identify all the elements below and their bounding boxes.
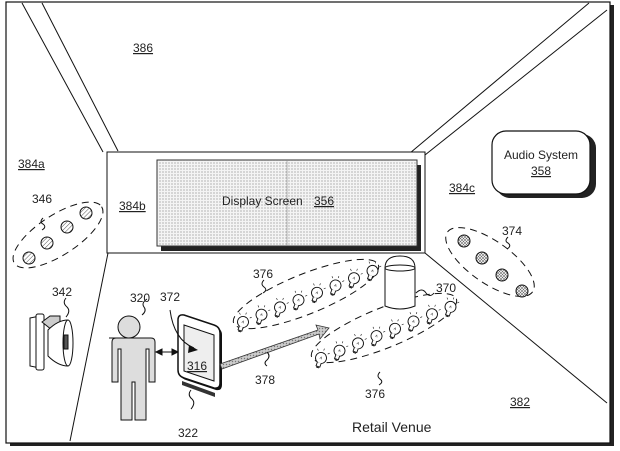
speaker-group-right bbox=[445, 227, 535, 298]
floor-ref: 382 bbox=[510, 395, 530, 409]
light-bulb-icon bbox=[348, 268, 363, 289]
light-bulb-icon bbox=[389, 319, 404, 340]
room-perspective-lines bbox=[21, 2, 608, 442]
speaker-group-right-ref: 374 bbox=[502, 224, 522, 238]
device-screen-ref: 316 bbox=[187, 359, 207, 373]
light-group-lower-leader bbox=[377, 371, 383, 386]
light-bulb-icon bbox=[329, 276, 345, 296]
speaker-group-left bbox=[12, 201, 104, 269]
sensor-leader bbox=[415, 289, 435, 296]
light-group-lower bbox=[310, 292, 460, 369]
wall-back-ref: 384b bbox=[119, 199, 146, 213]
pointer-arrowhead-icon bbox=[188, 345, 198, 353]
speaker-icon bbox=[515, 284, 529, 298]
light-bulb-icon bbox=[292, 290, 308, 311]
audio-system bbox=[491, 130, 596, 198]
person-ref: 320 bbox=[130, 291, 150, 305]
speaker-icon bbox=[475, 251, 489, 265]
light-group-upper-ref: 376 bbox=[253, 267, 273, 281]
mobile-device bbox=[177, 314, 222, 397]
light-bulb-icon bbox=[237, 312, 252, 333]
light-bulb-icon bbox=[255, 305, 271, 326]
light-group-upper bbox=[232, 258, 382, 333]
beam-ref: 378 bbox=[255, 373, 275, 387]
display-screen bbox=[156, 159, 421, 251]
signal-beam bbox=[219, 324, 330, 370]
person-leader bbox=[141, 298, 148, 316]
interaction-arrow-icon bbox=[154, 348, 180, 356]
wall-right-ref: 384c bbox=[449, 181, 475, 195]
light-bulb-icon bbox=[315, 348, 330, 369]
sensor-cylinder bbox=[384, 255, 416, 310]
speaker-icon bbox=[60, 220, 74, 234]
display-screen-label: Display Screen bbox=[222, 194, 303, 208]
person-icon bbox=[109, 315, 156, 421]
light-group-upper-leader bbox=[261, 279, 267, 294]
speaker-icon bbox=[40, 236, 54, 250]
light-group-lower-ref: 376 bbox=[365, 387, 385, 401]
speaker-icon bbox=[79, 206, 93, 220]
light-bulb-icon bbox=[366, 261, 382, 282]
audio-system-label: Audio System bbox=[504, 148, 578, 162]
display-screen-ref: 356 bbox=[314, 194, 334, 208]
light-bulb-icon bbox=[407, 312, 423, 332]
speaker-icon bbox=[457, 234, 471, 248]
beam-leader bbox=[264, 351, 270, 367]
speaker-group-left-ref: 346 bbox=[32, 192, 52, 206]
projector-icon bbox=[29, 313, 74, 371]
light-bulb-icon bbox=[426, 304, 441, 325]
sensor-ref: 370 bbox=[436, 281, 456, 295]
ceiling-ref: 386 bbox=[133, 41, 153, 55]
light-bulb-icon bbox=[333, 341, 349, 362]
speaker-icon bbox=[495, 268, 509, 282]
light-bulb-icon bbox=[274, 297, 289, 318]
projector-ref: 342 bbox=[52, 285, 72, 299]
device-leader bbox=[188, 389, 195, 410]
light-bulb-icon bbox=[311, 283, 326, 304]
light-bulb-icon bbox=[370, 326, 386, 347]
light-bulb-icon bbox=[444, 297, 460, 318]
audio-system-ref: 358 bbox=[531, 164, 551, 178]
light-bulb-icon bbox=[352, 333, 367, 354]
wall-left-ref: 384a bbox=[18, 157, 45, 171]
device-ref: 322 bbox=[178, 426, 198, 440]
speaker-icon bbox=[22, 251, 36, 265]
pointer-ref: 372 bbox=[160, 290, 180, 304]
venue-label: Retail Venue bbox=[352, 419, 432, 435]
projector-leader bbox=[63, 297, 70, 318]
